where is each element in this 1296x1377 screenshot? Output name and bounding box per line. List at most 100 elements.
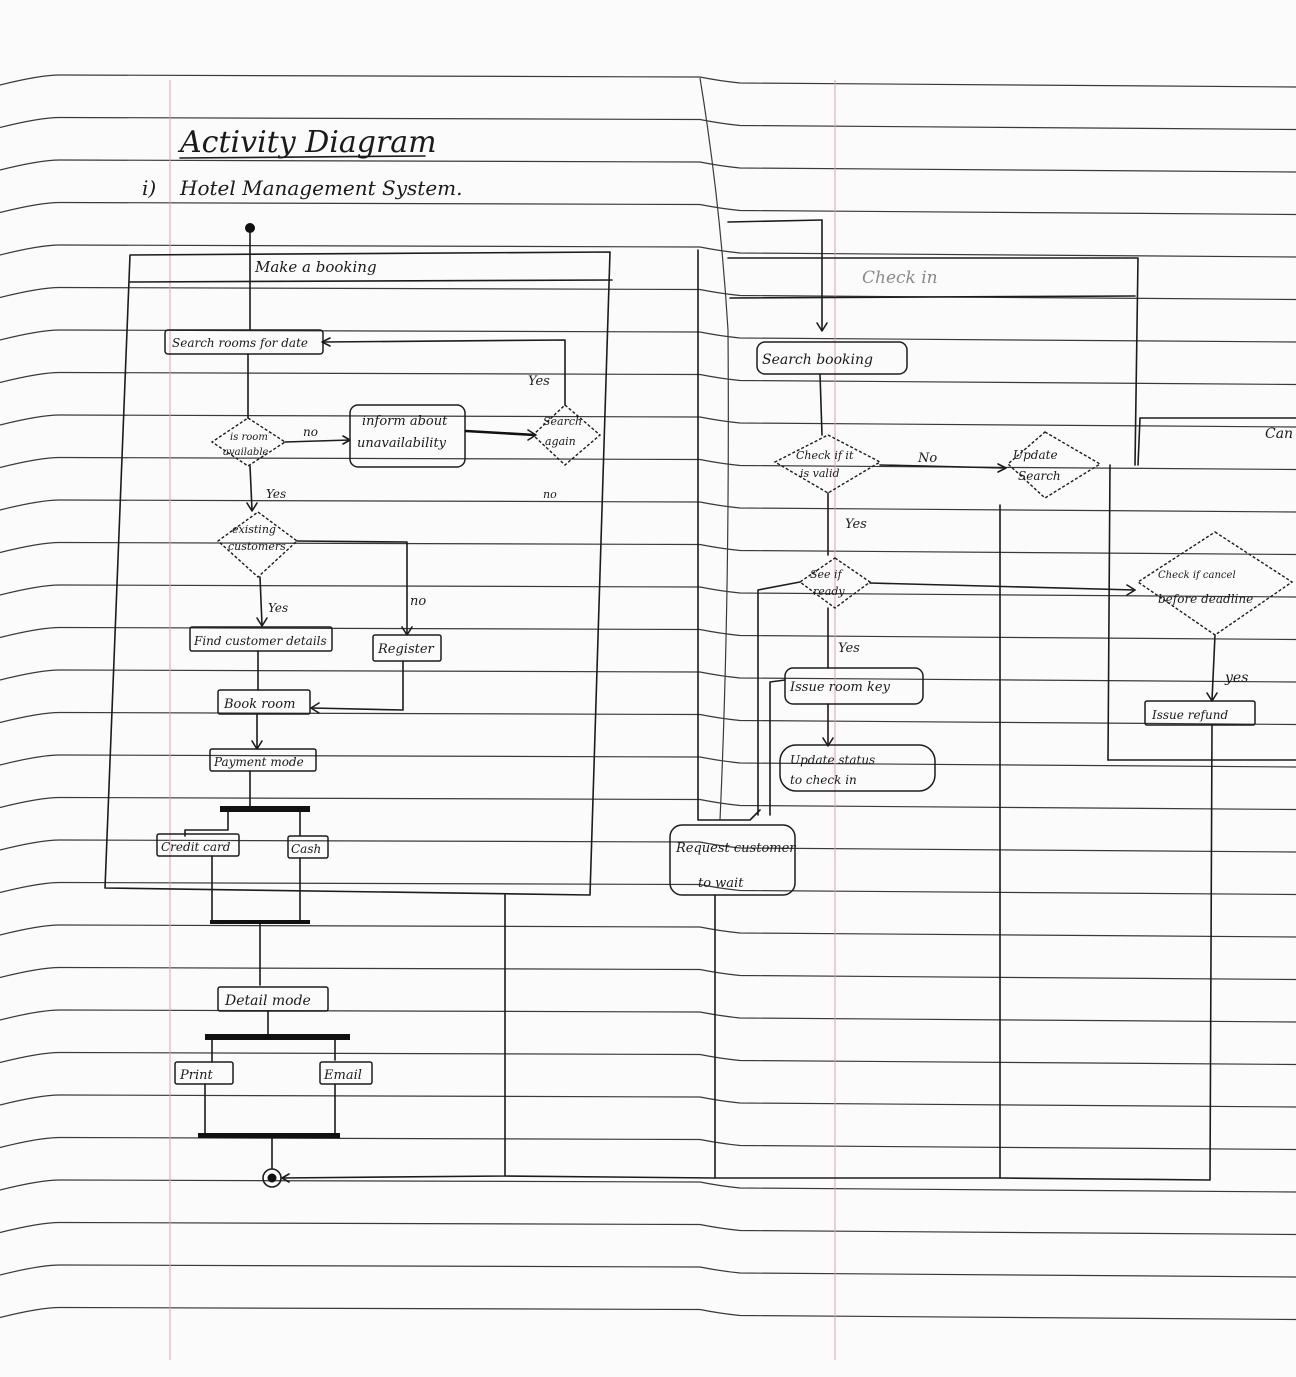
edge-label-no-valid: No	[917, 451, 937, 466]
decision-search-again-line2: again	[545, 435, 576, 448]
diagram-subtitle: Hotel Management System.	[179, 176, 463, 200]
node-search-rooms-label: Search rooms for date	[172, 336, 308, 350]
lane-checkin-header-line	[729, 295, 1136, 299]
decision-update-search	[1006, 431, 1102, 499]
lane-booking-header-line	[129, 279, 613, 283]
ruled-line	[0, 244, 1296, 258]
edge-label-yes-ready: Yes	[838, 641, 860, 656]
node-credit-card-label: Credit card	[161, 840, 231, 854]
node-find-customer-details	[189, 626, 333, 652]
decision-check-cancel-line2: before deadline	[1158, 592, 1253, 606]
decision-search-again-line1: Search	[543, 415, 582, 428]
ruled-line	[0, 839, 1296, 853]
node-payment-mode-label: Payment mode	[213, 755, 304, 769]
decision-existing-line1: existing	[232, 523, 276, 536]
lane-checkin-label: Check in	[862, 268, 938, 288]
lane-cancel-bottom	[1107, 417, 1296, 761]
lane-cancel-label: Can	[1265, 426, 1293, 442]
edge-label-no-existing: no	[410, 594, 426, 609]
node-register	[372, 634, 442, 662]
ruled-line	[0, 966, 1296, 981]
flow-existing-no	[296, 540, 408, 635]
node-inform-line1: inform about	[362, 414, 448, 429]
arrowhead	[281, 1173, 290, 1183]
ruled-line	[0, 371, 1296, 386]
decision-check-cancel	[1136, 531, 1294, 636]
flow-ready-no	[757, 581, 801, 816]
ruled-line	[0, 541, 1296, 556]
lane-checkin-left-edge	[697, 249, 761, 821]
ruled-line	[0, 1009, 1296, 1023]
fork-bar-payment	[220, 806, 310, 812]
lane-checkin-frame-top	[727, 257, 1139, 466]
node-register-label: Register	[377, 642, 435, 657]
ruled-line	[0, 711, 1296, 726]
join-bar-payment	[210, 920, 310, 924]
node-email-label: Email	[323, 1068, 362, 1083]
ruled-line	[0, 1179, 1296, 1193]
ruled-line	[0, 456, 1296, 471]
flow-existing-yes	[259, 576, 263, 626]
edge-label-yes-available: Yes	[266, 487, 286, 501]
ruled-line	[0, 584, 1296, 598]
edge-label-yes-cancel: yes	[1224, 670, 1248, 686]
arrowhead	[816, 322, 828, 332]
flow-register-to-book	[311, 660, 404, 711]
flow-ready-to-cancel	[869, 582, 1136, 591]
node-payment-mode	[209, 748, 317, 772]
ruled-line	[0, 116, 1296, 131]
decision-existing-customer	[216, 511, 299, 578]
edge-label-no-available: no	[303, 425, 318, 439]
node-inform-unavailability	[349, 404, 466, 468]
node-book-room-label: Book room	[223, 697, 295, 712]
decision-room-available-line2: available	[223, 447, 269, 458]
node-request-wait-line2: to wait	[698, 876, 744, 891]
flow-checkin-entry	[727, 219, 823, 223]
fork-bar-detail	[205, 1034, 350, 1040]
flow-cancel-yes	[1211, 634, 1216, 701]
flow-valid-no	[879, 464, 1006, 469]
ruled-line	[0, 499, 1296, 513]
decision-see-ready	[798, 557, 872, 609]
title-underline	[179, 155, 426, 159]
arrowhead	[246, 502, 258, 512]
decision-see-ready-line2: ready	[813, 585, 845, 598]
ruled-line	[0, 1306, 1296, 1321]
ruled-line	[0, 626, 1296, 641]
flow-available-yes	[249, 465, 253, 511]
edge-label-no-again: no	[543, 488, 557, 501]
page-fold	[699, 77, 729, 821]
ruled-line	[0, 881, 1296, 896]
flow-available-no	[284, 439, 351, 443]
node-cash	[287, 835, 329, 859]
decision-update-search-line1: Update	[1013, 448, 1058, 462]
node-email	[319, 1061, 373, 1085]
join-bar-detail	[198, 1133, 340, 1138]
ruled-line	[0, 286, 1296, 301]
edge-label-yes-existing: Yes	[268, 601, 288, 615]
ruled-line	[0, 754, 1296, 768]
node-request-wait-line1: Request customer	[675, 841, 796, 856]
ruled-line	[0, 414, 1296, 428]
arrowhead	[1126, 584, 1136, 596]
node-credit-card	[156, 833, 240, 857]
node-cash-label: Cash	[291, 842, 321, 856]
final-node-outer	[262, 1168, 282, 1188]
flow-search-to-valid	[819, 373, 823, 436]
lane-cancel-left	[1107, 464, 1111, 761]
initial-node	[245, 223, 255, 233]
decision-check-valid-line2: is valid	[800, 467, 840, 480]
decision-see-ready-line1: See if	[810, 568, 844, 581]
ruled-line	[0, 924, 1296, 938]
node-detail-mode	[217, 986, 329, 1012]
node-book-room	[217, 689, 311, 715]
node-search-booking	[756, 341, 908, 375]
ruled-lines	[0, 74, 1296, 1321]
decision-search-again	[531, 404, 602, 466]
arrowhead	[822, 737, 834, 747]
node-issue-refund	[1144, 700, 1256, 726]
decision-update-search-line2: Search	[1018, 469, 1061, 483]
decision-existing-line2: customers	[228, 540, 286, 553]
